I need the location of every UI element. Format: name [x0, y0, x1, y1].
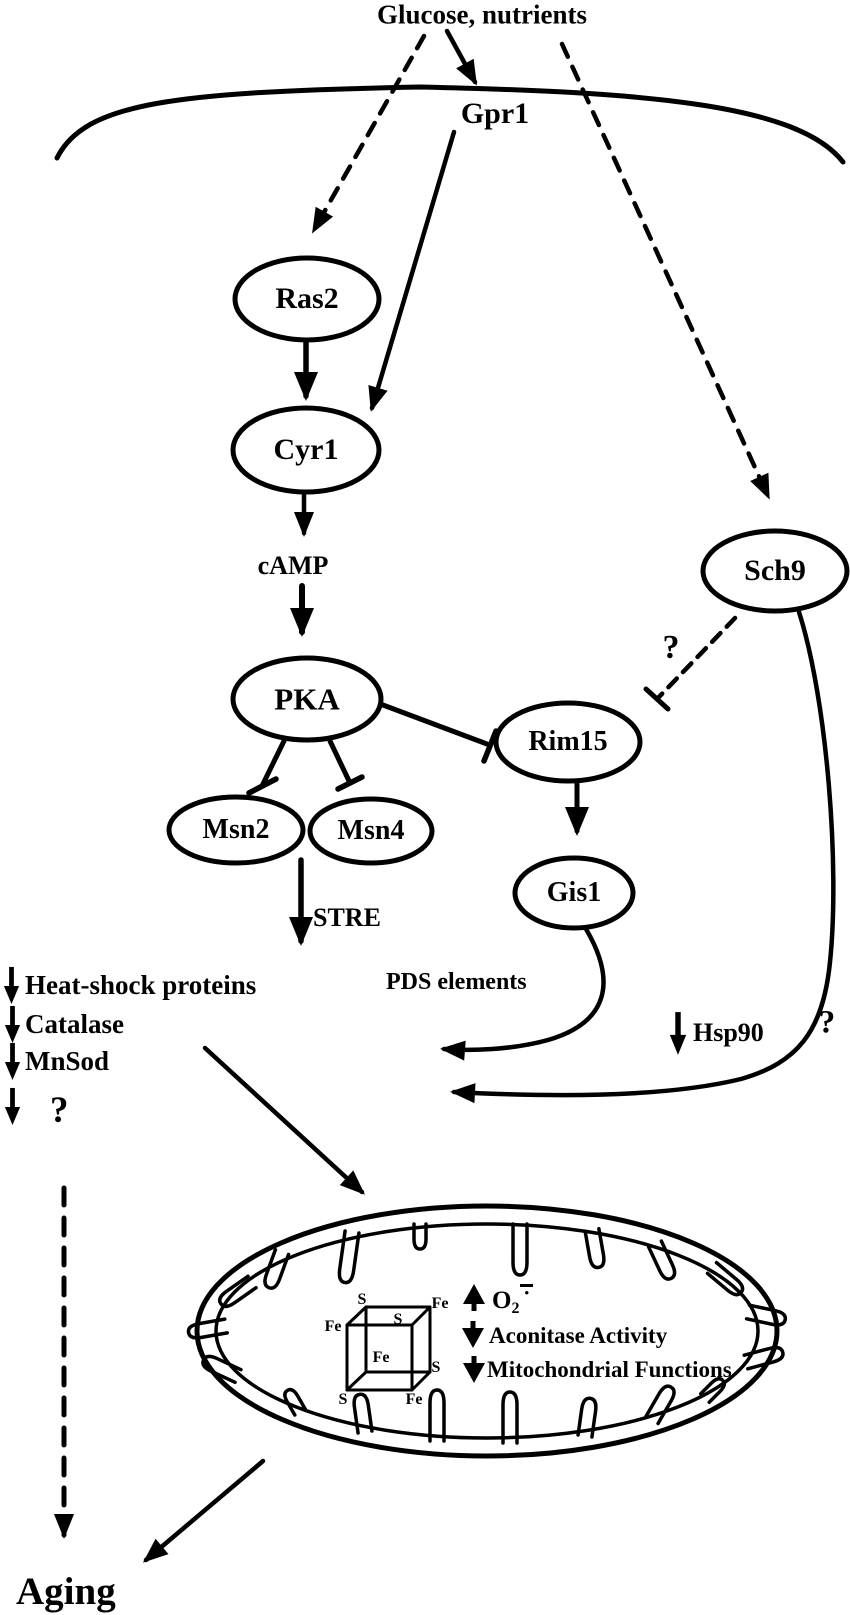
- question-sch9-pathway: ?: [818, 1004, 836, 1041]
- node-msn2: [166, 794, 306, 866]
- arrow-gis1-pds-curve: [440, 926, 606, 1061]
- arrow-mitochondrion-to-aging: [142, 1458, 266, 1563]
- hsp90-label: Hsp90: [693, 1018, 764, 1047]
- inhibit-pka-msn2-line: [259, 738, 287, 789]
- arrow-glucose-to-sch9: [559, 41, 771, 500]
- inhibit-pka-rim15-bar: [481, 728, 499, 764]
- inhibit-pka-msn4-line: [327, 738, 353, 786]
- down-arrow-icon: [669, 1012, 687, 1055]
- inhibit-pka-msn2-bar: [246, 776, 279, 796]
- gene-catalase: Catalase: [25, 1009, 124, 1039]
- node-cyr1: [230, 405, 382, 495]
- receptor-label-gpr1: Gpr1: [460, 97, 530, 130]
- mitochondrion-outer-membrane: [194, 1203, 780, 1459]
- diagram-title: Glucose, nutrients: [376, 0, 588, 30]
- node-label-cyr1: Cyr1: [273, 433, 339, 466]
- inhibit-pka-msn4-bar: [335, 774, 365, 792]
- effect-aconitase: Aconitase Activity: [489, 1323, 668, 1348]
- cube-label-s: S: [357, 1291, 367, 1308]
- mitochondrion-inner-membrane: [214, 1222, 760, 1440]
- arrow-genes-to-mitochondrion: [202, 1045, 365, 1195]
- cube-label-fe: Fe: [405, 1391, 423, 1408]
- down-arrow-icon: [4, 1087, 21, 1125]
- cube-label-fe: Fe: [431, 1295, 449, 1312]
- node-label-gis1: Gis1: [546, 877, 602, 908]
- arrow-sch9-long-curve: [450, 609, 836, 1104]
- node-label-sch9: Sch9: [744, 554, 806, 587]
- node-gis1: [512, 855, 636, 931]
- up-arrow-icon: [463, 1284, 485, 1311]
- fes-cluster-cube: [345, 1305, 432, 1392]
- stre-label: STRE: [313, 903, 381, 932]
- down-arrow-icon: [463, 1356, 485, 1383]
- cube-label-s: S: [338, 1391, 348, 1408]
- node-rim15: [493, 700, 643, 784]
- arrow-gpr1-to-cyr1: [368, 129, 457, 412]
- cell-membrane: [54, 84, 846, 165]
- cube-label-fe: Fe: [324, 1318, 342, 1335]
- metabolite-label-camp: cAMP: [257, 551, 329, 580]
- pds-elements-label: PDS elements: [386, 969, 527, 995]
- gene-unknown-question: ?: [50, 1090, 69, 1131]
- down-arrow-icon: [462, 1321, 484, 1348]
- node-msn4: [307, 796, 435, 866]
- superoxide-base: O: [492, 1287, 512, 1314]
- cube-label-fe: Fe: [372, 1349, 390, 1366]
- aging-label: Aging: [16, 1570, 116, 1613]
- node-label-rim15: Rim15: [528, 726, 608, 757]
- cube-label-s: S: [431, 1359, 441, 1376]
- gene-mnsod: MnSod: [25, 1046, 110, 1076]
- node-sch9: [700, 528, 850, 614]
- cube-label-s: S: [393, 1311, 403, 1328]
- down-arrow-icon: [3, 966, 20, 1004]
- mitochondrion-cristae: [185, 1222, 789, 1445]
- effect-mitochondrial-functions: Mitochondrial Functions: [487, 1357, 732, 1382]
- down-arrow-icon: [4, 1005, 21, 1043]
- superoxide-formula: O2•: [492, 1284, 534, 1317]
- inhibit-pka-rim15-line: [380, 702, 490, 747]
- arrow-glucose-to-ras2: [311, 33, 427, 234]
- node-label-pka: PKA: [274, 681, 340, 717]
- gene-heat-shock-proteins: Heat-shock proteins: [25, 970, 257, 1000]
- question-sch9-rim15: ?: [662, 629, 680, 666]
- node-label-ras2: Ras2: [275, 282, 339, 315]
- arrow-glucose-to-gpr1: [444, 28, 478, 86]
- superoxide-subscript: 2: [511, 1300, 520, 1317]
- down-arrow-icon: [4, 1042, 21, 1080]
- node-pka: [230, 655, 384, 743]
- node-label-msn2: Msn2: [202, 814, 270, 845]
- node-label-msn4: Msn4: [337, 815, 405, 846]
- node-ras2: [232, 255, 382, 343]
- superoxide-radical: •: [520, 1284, 534, 1299]
- inhibit-sch9-rim15-bar: [643, 686, 671, 712]
- inhibit-sch9-rim15-line: [654, 615, 738, 702]
